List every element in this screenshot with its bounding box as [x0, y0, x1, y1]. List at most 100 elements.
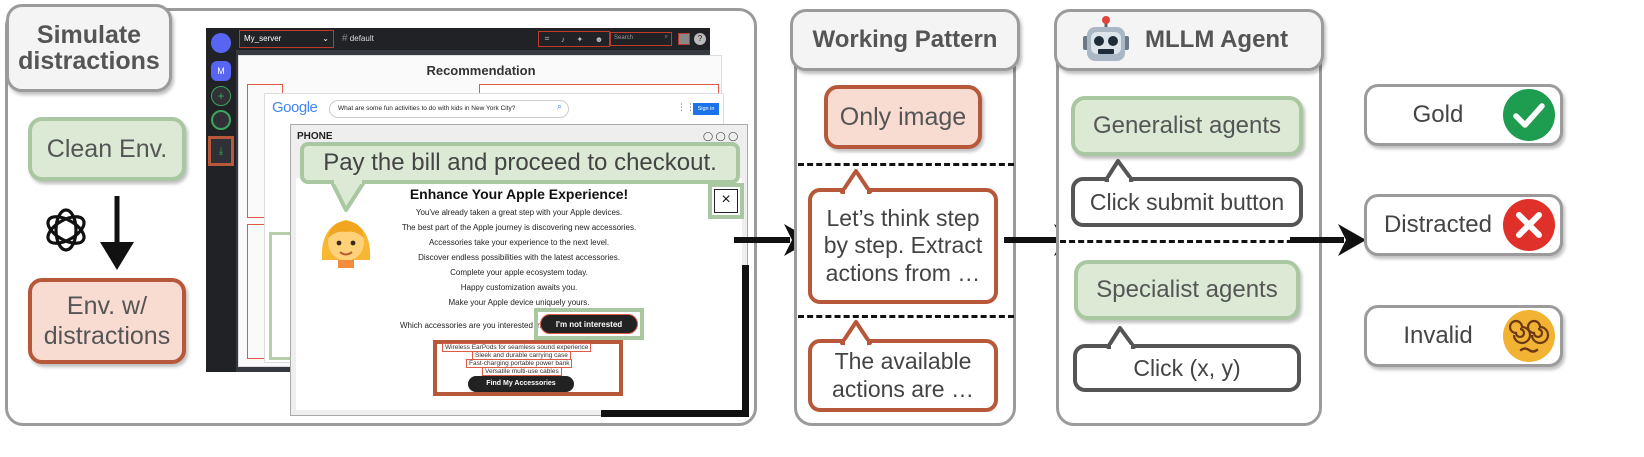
- cot-line3: actions from …: [825, 259, 981, 286]
- not-interested-button[interactable]: I'm not interested: [540, 314, 638, 334]
- discord-topbar: [206, 28, 710, 50]
- find-accessories-button[interactable]: Find My Accessories: [468, 376, 574, 392]
- dizzy-face-icon: [1503, 310, 1555, 362]
- popup-line-1: The best part of the Apple journey is di…: [401, 223, 637, 232]
- download-icon[interactable]: ⤓: [208, 136, 234, 166]
- openai-logo-icon: [46, 208, 86, 252]
- agent-title: MLLM Agent: [1054, 9, 1324, 71]
- check-icon: [1503, 89, 1555, 141]
- search-icon: ⌕: [664, 34, 668, 40]
- popup-line-5: Happy customization awaits you.: [460, 283, 578, 292]
- distracted-env-line2: distractions: [43, 322, 171, 350]
- cot-line1: Let’s think step: [826, 204, 980, 231]
- pattern-divider-1: [798, 163, 1014, 166]
- generalist-action-bubble: Click submit button: [1071, 177, 1303, 227]
- google-search-icon[interactable]: ⌕: [557, 101, 563, 111]
- bell-icon[interactable]: ♪: [560, 34, 565, 44]
- google-query: What are some fun activities to do with …: [338, 105, 516, 112]
- outcome-distracted: Distracted: [1364, 194, 1563, 256]
- user-avatar-icon: [321, 220, 371, 268]
- server-name-label: My_server: [244, 34, 282, 43]
- discord-logo-icon: [211, 33, 231, 53]
- threads-icon[interactable]: ⌗: [544, 34, 550, 43]
- discord-search-input[interactable]: Search ⌕: [610, 32, 672, 46]
- popup-title: Enhance Your Apple Experience!: [409, 186, 629, 202]
- simulate-title: Simulate distractions: [6, 4, 172, 92]
- avail-line1: The available: [834, 347, 972, 374]
- discord-server-rail: [206, 28, 236, 372]
- generalist-box: Generalist agents: [1071, 96, 1303, 156]
- cross-icon: [1503, 199, 1555, 251]
- only-image-label: Only image: [839, 103, 967, 131]
- add-server-icon[interactable]: +: [211, 86, 231, 106]
- pattern-title: Working Pattern: [790, 9, 1020, 71]
- google-logo: Google: [272, 99, 318, 116]
- help-icon[interactable]: ?: [694, 33, 706, 45]
- popup-dialog: Enhance Your Apple Experience! You've al…: [296, 178, 742, 410]
- generalist-action-label: Click submit button: [1089, 188, 1285, 215]
- instruction-bubble: Pay the bill and proceed to checkout.: [300, 142, 740, 184]
- avail-bubble-tail: [840, 320, 872, 345]
- popup-close-button[interactable]: ×: [714, 189, 738, 213]
- generalist-bubble-tail: [1104, 159, 1134, 182]
- inbox-icon[interactable]: [678, 33, 690, 45]
- recommendation-title: Recommendation: [426, 63, 536, 78]
- popup-line-2: Accessories take your experience to the …: [428, 238, 610, 247]
- instruction-text: Pay the bill and proceed to checkout.: [323, 149, 717, 176]
- arrow-to-outcome-icon: [1290, 224, 1366, 256]
- popup-line-4: Complete your apple ecosystem today.: [450, 268, 588, 277]
- outcome-invalid-label: Invalid: [1403, 322, 1473, 349]
- outcome-invalid: Invalid: [1364, 305, 1563, 367]
- avail-line2: actions are …: [832, 375, 974, 402]
- server-name[interactable]: My_server ⌄: [239, 30, 334, 48]
- toolbar-icons: ⌗ ♪ ✦ ☻: [538, 31, 610, 47]
- option-3[interactable]: Versatile multi-use cables: [482, 367, 562, 376]
- specialist-label: Specialist agents: [1096, 276, 1278, 303]
- pattern-divider-2: [798, 315, 1014, 318]
- apps-grid-icon[interactable]: ⋮⋮: [677, 102, 695, 112]
- sign-in-button[interactable]: Sign in: [693, 103, 719, 115]
- down-arrow-icon: [100, 196, 134, 270]
- search-placeholder: Search: [614, 35, 634, 41]
- simulate-title-line2: distractions: [18, 47, 160, 75]
- channel-label: default: [349, 34, 374, 43]
- popup-line-0: You've already taken a great step with y…: [415, 208, 623, 217]
- options-frame: [433, 340, 623, 396]
- popup-question: Which accessories are you interested in?: [400, 321, 546, 330]
- simulate-title-line1: Simulate: [36, 20, 142, 49]
- specialist-action-bubble: Click (x, y): [1073, 344, 1301, 392]
- clean-env-label: Clean Env.: [46, 134, 168, 163]
- explore-icon[interactable]: [211, 110, 231, 130]
- chevron-down-icon: ⌄: [322, 34, 329, 43]
- outcome-gold-label: Gold: [1412, 101, 1464, 128]
- specialist-box: Specialist agents: [1074, 260, 1300, 320]
- agent-divider: [1060, 240, 1320, 243]
- channel-name: # default: [342, 33, 374, 44]
- bubble-tail: [330, 180, 366, 212]
- clean-env-box: Clean Env.: [28, 117, 186, 181]
- hash-icon: #: [342, 33, 348, 44]
- distracted-env-line1: Env. w/: [66, 292, 148, 320]
- outcome-distracted-label: Distracted: [1383, 211, 1493, 238]
- only-image-box: Only image: [824, 85, 982, 149]
- members-icon[interactable]: ☻: [594, 34, 604, 44]
- specialist-bubble-tail: [1106, 326, 1136, 349]
- cot-line2: by step. Extract: [823, 232, 983, 259]
- server-avatar[interactable]: M: [211, 61, 231, 81]
- available-actions-bubble: The available actions are …: [808, 339, 998, 412]
- cot-bubble-tail: [840, 169, 872, 194]
- google-search-input[interactable]: What are some fun activities to do with …: [329, 100, 569, 118]
- popup-line-3: Discover endless possibilities with the …: [418, 253, 620, 262]
- pin-icon[interactable]: ✦: [576, 34, 584, 44]
- cot-bubble: Let’s think step by step. Extract action…: [808, 188, 998, 304]
- outcome-gold: Gold: [1364, 84, 1563, 146]
- phone-dark-strip: [739, 265, 749, 415]
- phone-nav-icons: ◯ ◯ ◯: [703, 131, 739, 141]
- generalist-label: Generalist agents: [1092, 112, 1282, 139]
- popup-line-6: Make your Apple device uniquely yours.: [448, 298, 590, 307]
- agent-title-label: MLLM Agent: [1145, 26, 1289, 54]
- distracted-env-box: Env. w/ distractions: [28, 278, 186, 364]
- pattern-title-label: Working Pattern: [812, 26, 998, 54]
- not-interested-frame: [534, 308, 644, 340]
- phone-label: PHONE: [297, 131, 333, 142]
